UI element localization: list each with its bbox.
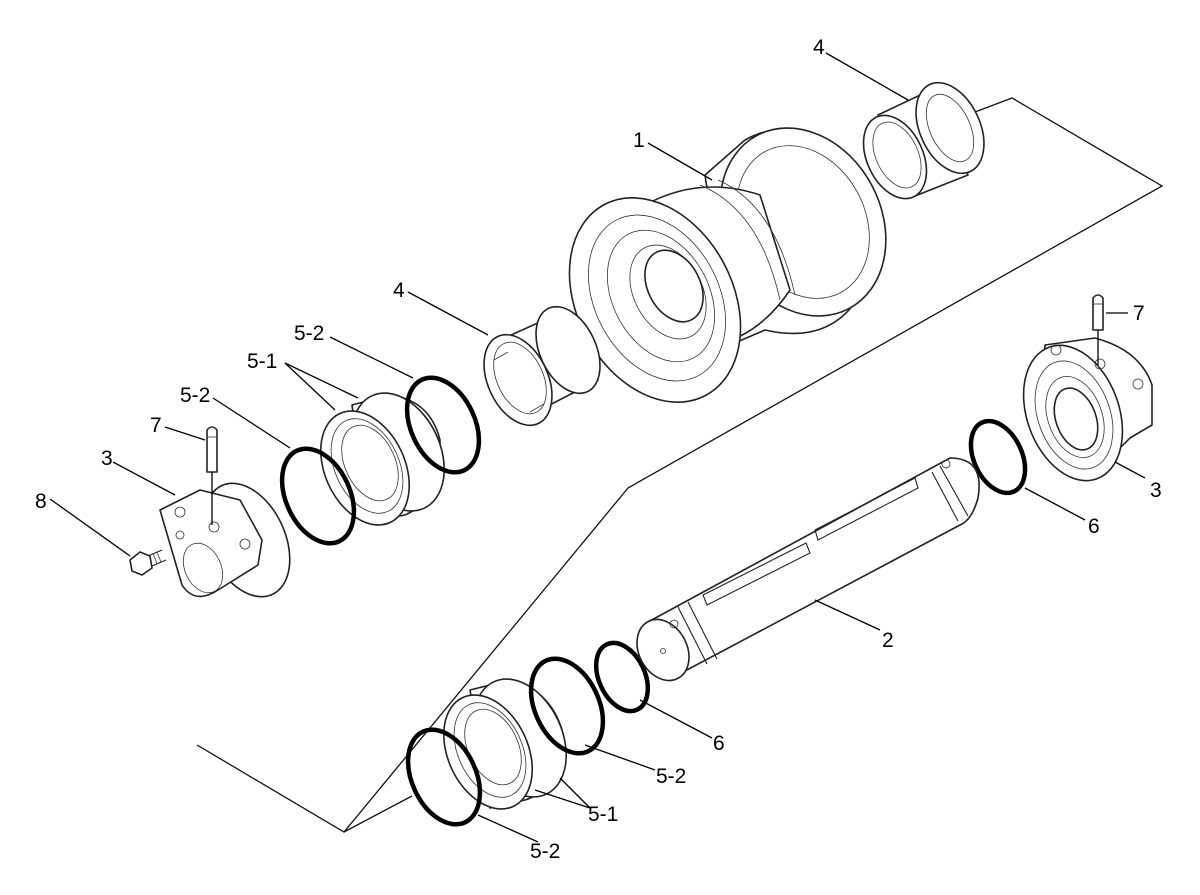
collar-right xyxy=(1022,337,1153,482)
callout-5-2-upper-left: 5-2 xyxy=(180,384,210,407)
o-ring-6-left xyxy=(593,640,651,714)
bushing-lower xyxy=(483,305,601,427)
callout-6-left: 6 xyxy=(713,732,725,755)
roller-shaft xyxy=(636,457,980,682)
callout-5-2-lower-left: 5-2 xyxy=(530,840,560,863)
callout-6-right: 6 xyxy=(1088,515,1100,538)
o-rings xyxy=(279,375,1028,827)
pin-left xyxy=(206,426,218,525)
floating-seal-lower xyxy=(442,678,568,810)
callout-2: 2 xyxy=(882,629,894,652)
callout-1: 1 xyxy=(633,129,645,152)
callout-3-right: 3 xyxy=(1150,479,1162,502)
callout-5-2-upper-right: 5-2 xyxy=(294,322,324,345)
callout-5-2-lower-right: 5-2 xyxy=(656,765,686,788)
o-ring-5-2-lower-right xyxy=(528,656,606,756)
callout-7-right: 7 xyxy=(1133,302,1145,325)
callout-7-left: 7 xyxy=(150,414,162,437)
callout-4-middle: 4 xyxy=(393,279,405,302)
callout-3-left: 3 xyxy=(101,447,113,470)
floating-seal-upper xyxy=(319,392,446,526)
callout-5-1-upper: 5-1 xyxy=(247,350,277,373)
o-ring-5-2-upper-left xyxy=(279,446,357,546)
callout-4-upper: 4 xyxy=(813,36,825,59)
leader-lines xyxy=(49,52,1146,843)
o-ring-6-right xyxy=(968,418,1028,496)
plug-bolt xyxy=(129,549,167,576)
track-roller xyxy=(568,127,887,403)
collar-left xyxy=(159,482,291,598)
assembly-plane-outline xyxy=(196,97,1164,833)
o-ring-5-2-lower-left xyxy=(405,727,483,827)
o-ring-5-2-upper-right xyxy=(404,375,482,475)
callout-8: 8 xyxy=(35,490,47,513)
callout-labels: 1 2 3 3 4 4 5-1 5-1 5-2 5-2 5-2 5-2 6 6 … xyxy=(35,36,1162,863)
callout-5-1-lower: 5-1 xyxy=(588,803,618,826)
pin-right xyxy=(1092,294,1104,365)
bushing-upper xyxy=(862,81,985,200)
